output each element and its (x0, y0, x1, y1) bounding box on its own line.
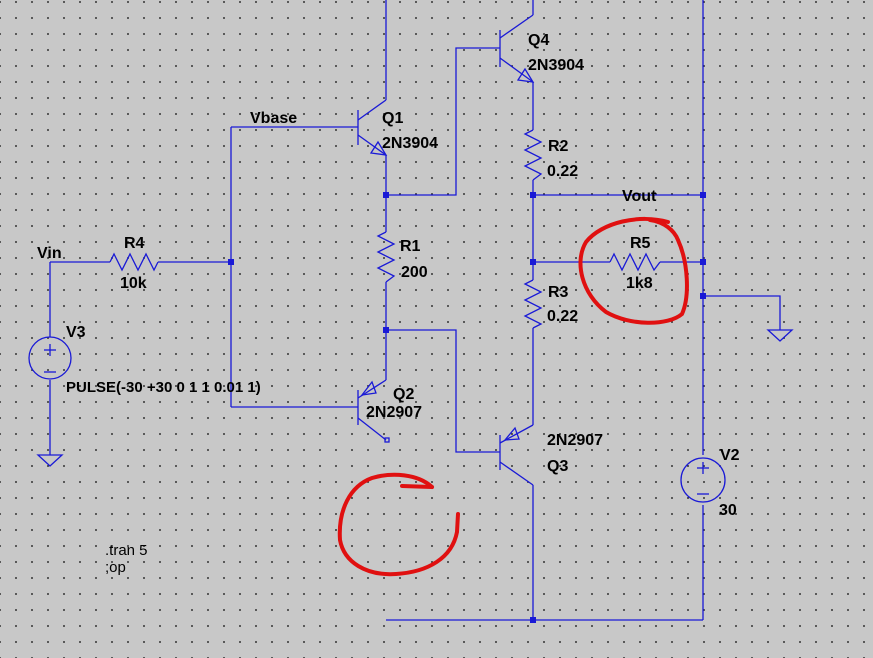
q2-open-pin (384, 437, 390, 443)
resistor-r1[interactable] (376, 231, 396, 283)
q4-model: 2N3904 (528, 57, 584, 74)
v2-body (680, 457, 726, 503)
q2-collector-lead (357, 417, 387, 441)
junction-dot (700, 293, 706, 299)
ground-icon (36, 454, 64, 467)
resistor-r5[interactable] (609, 252, 661, 272)
q4-emitter-lead (499, 57, 534, 83)
resistor-r4-symbol (109, 252, 159, 272)
annotation-circle-open (337, 472, 460, 577)
junction-dot (700, 192, 706, 198)
q4-collector-lead (499, 14, 534, 39)
resistor-r2[interactable] (523, 129, 543, 181)
resistor-r1-symbol (376, 231, 396, 283)
net-label-vout: Vout (622, 188, 657, 205)
resistor-r3[interactable] (523, 279, 543, 329)
resistor-r3-symbol (523, 279, 543, 329)
net-label-vbase: Vbase (250, 110, 297, 127)
transistor-q1[interactable] (357, 99, 388, 156)
junction-dot (383, 327, 389, 333)
r4-ref: R4 (124, 235, 145, 252)
junctions (228, 192, 706, 623)
wires (49, 0, 781, 621)
q3-collector-lead (499, 461, 534, 486)
q2-model: 2N2907 (366, 404, 422, 421)
junction-dot (530, 259, 536, 265)
net-label-vin: Vin (37, 245, 62, 262)
r1-value: 200 (401, 264, 428, 281)
wire-to-q4-base (386, 47, 500, 196)
transistor-q3[interactable] (499, 424, 534, 486)
annotation-circle-r5 (578, 217, 689, 325)
resistor-r5-symbol (609, 252, 661, 272)
q1-collector-lead (357, 99, 387, 121)
r3-ref: R3 (548, 284, 569, 301)
junction-dot (228, 259, 234, 265)
r5-ref: R5 (630, 235, 651, 252)
junction-dot (383, 192, 389, 198)
v3-value: PULSE(-30 +30 0 1 1 0.01 1) (66, 379, 261, 396)
q1-emitter-lead (357, 134, 387, 156)
voltage-source-v3[interactable] (28, 336, 72, 380)
r3-value: 0.22 (547, 308, 578, 325)
q1-ref: Q1 (382, 110, 403, 127)
resistor-r2-symbol (523, 129, 543, 181)
directive-op[interactable]: ;op (105, 559, 126, 576)
q2-ref: Q2 (393, 386, 414, 403)
q4-emitter-arrow (516, 67, 535, 83)
transistor-q4[interactable] (499, 14, 535, 83)
v2-value: 30 (719, 502, 737, 519)
junction-dot (700, 259, 706, 265)
ground-icon (766, 329, 794, 342)
v2-ref: V2 (720, 447, 740, 464)
r2-ref: R2 (548, 138, 569, 155)
wire-to-ground (703, 295, 781, 330)
r4-value: 10k (120, 275, 147, 292)
directive-tran[interactable]: .tran 5 (105, 542, 148, 559)
resistor-r4[interactable] (109, 252, 159, 272)
q1-model: 2N3904 (382, 135, 438, 152)
r5-value: 1k8 (626, 275, 653, 292)
q2-emitter-arrow (360, 380, 377, 396)
q1-emitter-arrow (369, 140, 388, 156)
voltage-source-v2[interactable] (680, 457, 726, 503)
r1-ref: R1 (400, 238, 421, 255)
junction-dot (530, 617, 536, 623)
transistor-q2[interactable] (357, 379, 390, 443)
q4-ref: Q4 (528, 32, 549, 49)
q3-emitter-arrow (503, 426, 520, 441)
q3-ref: Q3 (547, 458, 568, 475)
q3-model: 2N2907 (547, 432, 603, 449)
v3-ref: V3 (66, 324, 86, 341)
junction-dot (530, 192, 536, 198)
wire-to-q3-base (386, 329, 500, 453)
v3-body (28, 336, 72, 380)
r2-value: 0.22 (547, 163, 578, 180)
